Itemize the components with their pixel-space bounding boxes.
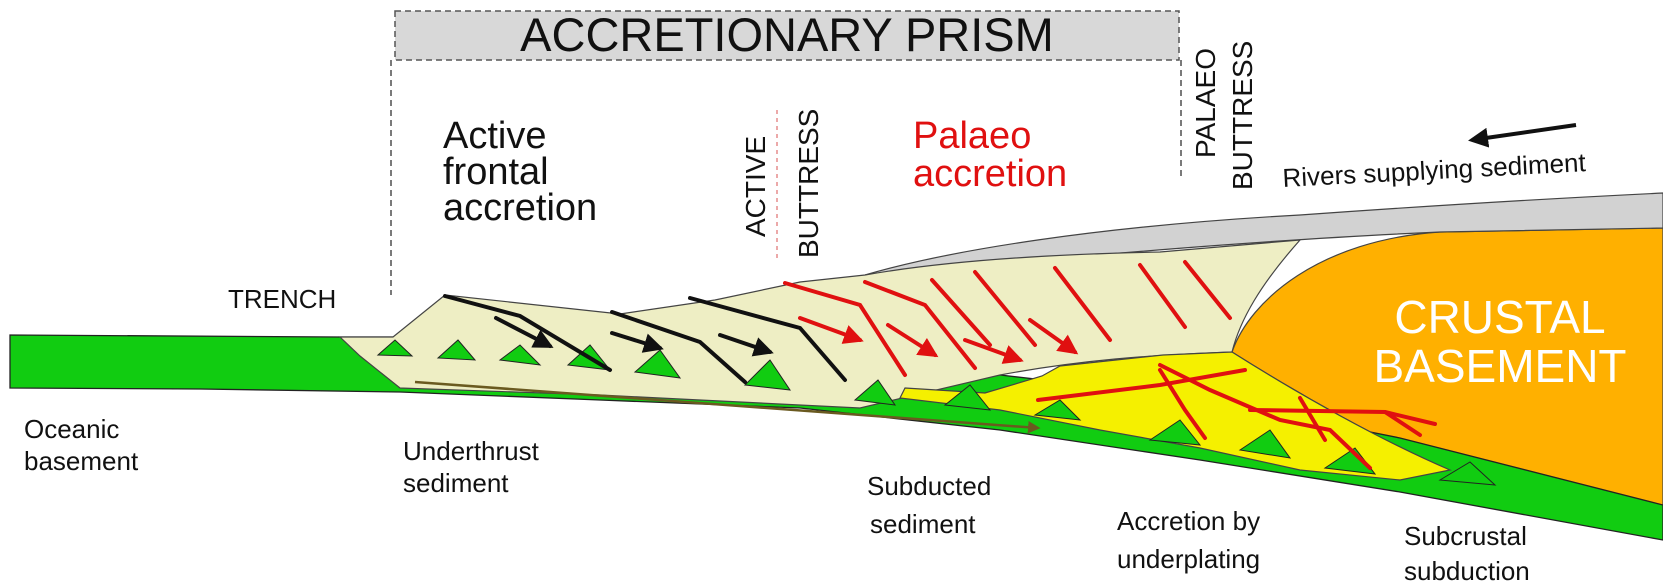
buttress-label: BUTTRESS bbox=[793, 109, 824, 258]
svg-text:basement: basement bbox=[24, 446, 139, 476]
subducted-sediment-label: Subducted sediment bbox=[867, 471, 991, 539]
oceanic-basement-label: Oceanic basement bbox=[24, 414, 139, 476]
svg-text:underplating: underplating bbox=[1117, 544, 1260, 574]
underthrust-sediment-label: Underthrust sediment bbox=[403, 436, 540, 498]
svg-text:accretion: accretion bbox=[913, 153, 1067, 195]
palaeo-buttress-label: BUTTRESS bbox=[1227, 41, 1258, 190]
svg-text:CRUSTAL: CRUSTAL bbox=[1394, 291, 1605, 343]
crustal-basement-label: CRUSTAL BASEMENT bbox=[1373, 291, 1626, 392]
svg-text:Accretion by: Accretion by bbox=[1117, 506, 1260, 536]
svg-text:Underthrust: Underthrust bbox=[403, 436, 540, 466]
svg-text:sediment: sediment bbox=[870, 509, 976, 539]
active-label: ACTIVE bbox=[740, 136, 771, 237]
palaeo-accretion-label: Palaeo accretion bbox=[913, 115, 1067, 195]
river-arrow bbox=[1472, 125, 1576, 140]
svg-text:BASEMENT: BASEMENT bbox=[1373, 340, 1626, 392]
trench-label: TRENCH bbox=[228, 284, 336, 314]
svg-text:accretion: accretion bbox=[443, 187, 597, 229]
svg-text:Subducted: Subducted bbox=[867, 471, 991, 501]
diagram-title: ACCRETIONARY PRISM bbox=[520, 8, 1054, 61]
subcrustal-subduction-label: Subcrustal subduction bbox=[1404, 521, 1530, 585]
svg-text:Oceanic: Oceanic bbox=[24, 414, 119, 444]
rivers-label: Rivers supplying sediment bbox=[1282, 147, 1587, 193]
underplating-label: Accretion by underplating bbox=[1117, 506, 1260, 574]
active-frontal-label: Active frontal accretion bbox=[443, 115, 597, 229]
svg-text:subduction: subduction bbox=[1404, 556, 1530, 585]
svg-text:Subcrustal: Subcrustal bbox=[1404, 521, 1527, 551]
svg-text:sediment: sediment bbox=[403, 468, 509, 498]
palaeo-label: PALAEO bbox=[1190, 48, 1221, 158]
svg-text:Palaeo: Palaeo bbox=[913, 115, 1031, 157]
